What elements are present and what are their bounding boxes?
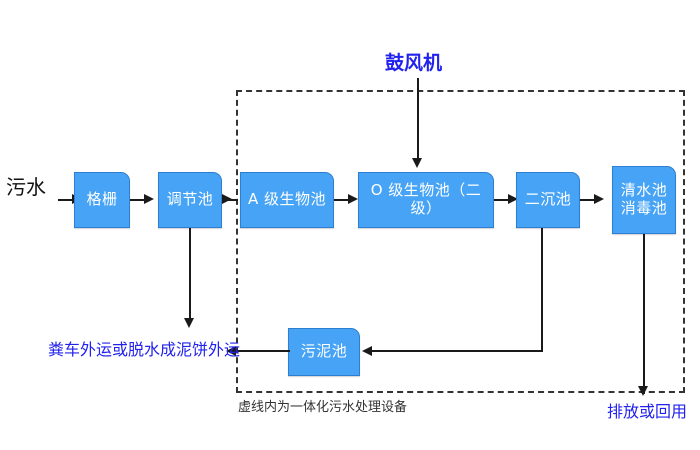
connector-ostage-to-clarifier: [494, 199, 510, 201]
effluent-arrowhead: [638, 386, 648, 396]
integrated-equipment-boundary: [236, 90, 685, 393]
blower-feed-line: [417, 78, 419, 160]
node-o-stage-bio-tank[interactable]: O 级生物池（二级）: [358, 172, 494, 228]
effluent-line: [643, 234, 645, 394]
connector-astage-to-ostage: [334, 199, 350, 201]
blower-label: 鼓风机: [385, 52, 443, 74]
node-secondary-clarifier[interactable]: 二沉池: [516, 172, 580, 228]
influent-label: 污水: [6, 175, 46, 199]
node-a-stage-bio-tank[interactable]: A 级生物池: [240, 172, 334, 228]
arrowhead-clarifier-to-clearwater: [594, 194, 604, 204]
node-sludge-tank[interactable]: 污泥池: [288, 328, 360, 376]
influent-line: [58, 199, 74, 201]
node-clearwater-disinfection-tank[interactable]: 清水池 消毒池: [612, 166, 676, 234]
node-grille[interactable]: 格栅: [74, 172, 130, 228]
arrowhead-ostage-to-clarifier: [508, 194, 518, 204]
arrowhead-grille-to-regulating: [144, 194, 154, 204]
connector-clarifier-to-clearwater: [580, 199, 596, 201]
sludge-return-arrowhead: [362, 346, 372, 356]
sludge-haul-line: [235, 350, 290, 352]
sludge-haul-arrowhead: [226, 346, 236, 356]
connector-grille-to-regulating: [130, 199, 146, 201]
sludge-return-horizontal: [370, 350, 543, 352]
sludge-return-vertical: [541, 228, 543, 352]
blower-feed-arrowhead: [412, 158, 422, 168]
regulating-drain-arrowhead: [184, 318, 194, 328]
arrowhead-regulating-to-astage: [222, 194, 232, 204]
node-regulating-tank[interactable]: 调节池: [158, 172, 222, 228]
sludge-disposal-label: 粪车外运或脱水成泥饼外运: [48, 340, 241, 359]
arrowhead-astage-to-ostage: [348, 194, 358, 204]
regulating-drain-line: [189, 228, 191, 320]
equipment-caption: 虚线内为一体化污水处理设备: [238, 400, 408, 415]
effluent-label: 排放或回用: [607, 402, 688, 421]
